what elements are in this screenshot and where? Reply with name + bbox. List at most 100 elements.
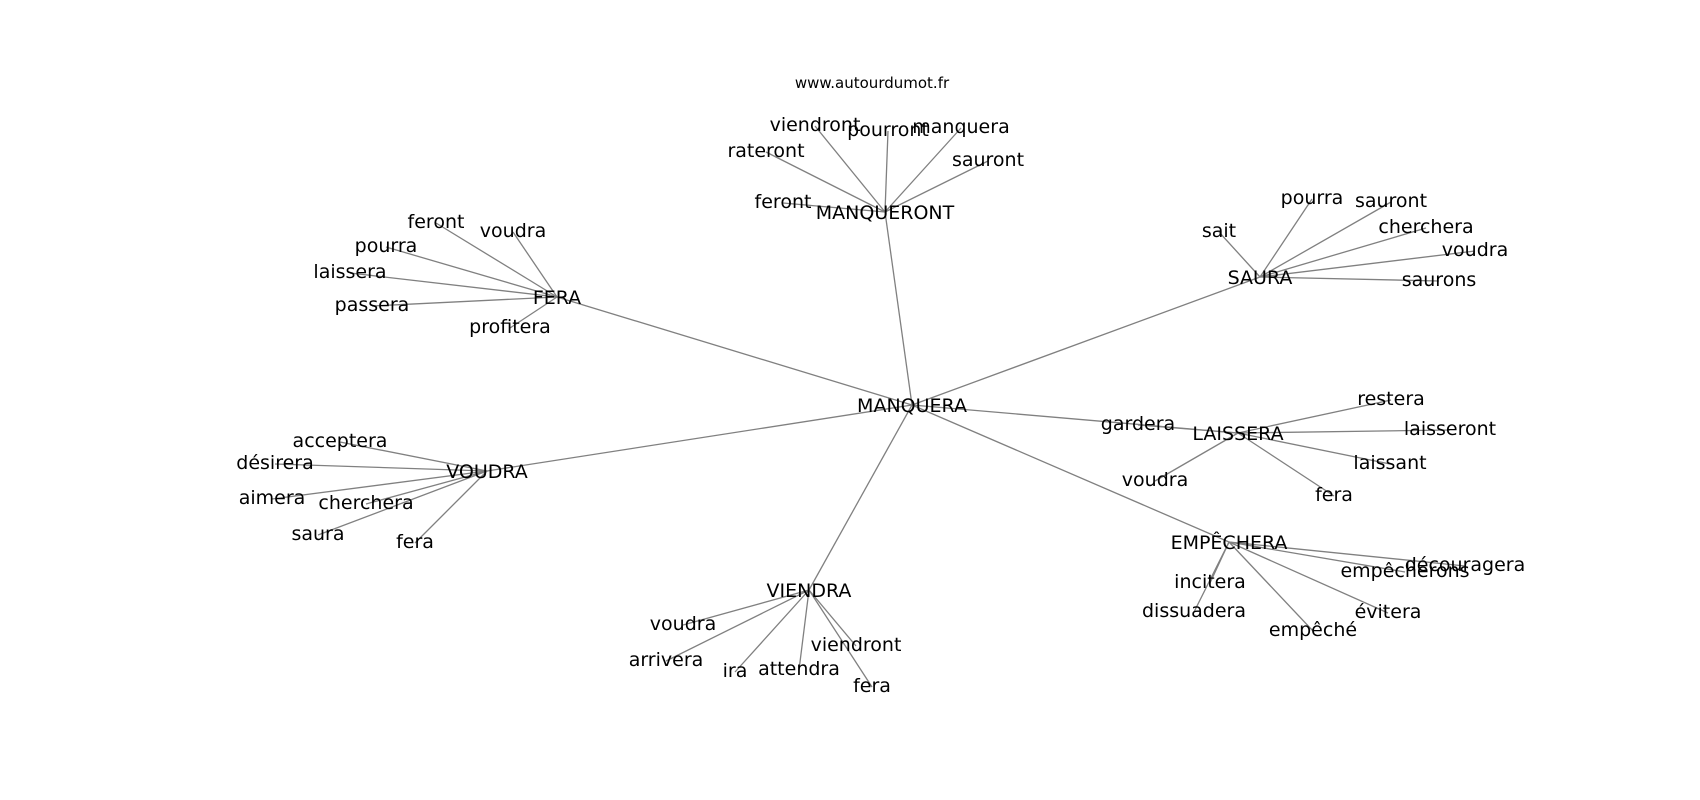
edge-manqueront-leaf xyxy=(884,160,989,213)
edge-manqueront-leaf xyxy=(884,130,889,213)
leaf-node-label: acceptera xyxy=(293,430,388,452)
hub-node-label: EMPÊCHERA xyxy=(1171,531,1288,554)
leaf-node-label: viendront xyxy=(811,634,902,656)
leaf-node-label: pourront xyxy=(847,119,929,141)
leaf-node-label: laissera xyxy=(313,261,386,283)
labels-layer: MANQUERAMANQUERONTviendrontpourrontmanqu… xyxy=(236,114,1525,697)
leaf-node-label: voudra xyxy=(650,613,716,635)
leaf-node-label: cherchera xyxy=(1378,216,1473,238)
leaf-node-label: sait xyxy=(1202,220,1236,242)
edge-fera-leaf xyxy=(385,246,558,298)
edge-saura-leaf xyxy=(1218,231,1261,278)
hub-node-label: LAISSERA xyxy=(1192,423,1283,445)
leaf-node-label: cherchera xyxy=(318,492,413,514)
edge-voudra-leaf xyxy=(271,470,488,500)
leaf-node-label: laissant xyxy=(1353,452,1426,474)
edge-voudra-leaf xyxy=(317,470,488,536)
leaf-node-label: passera xyxy=(335,294,410,316)
leaf-node-label: rateront xyxy=(727,140,804,162)
hub-node-label: SAURA xyxy=(1228,267,1293,289)
edges-layer xyxy=(271,125,1476,688)
leaf-node-label: désirera xyxy=(236,452,313,474)
leaf-node-label: profitera xyxy=(469,316,551,338)
edge-viendra-leaf xyxy=(682,589,810,626)
edge-center-empêchera xyxy=(911,404,1230,543)
leaf-node-label: fera xyxy=(396,531,434,553)
leaf-node-label: viendront xyxy=(770,114,861,136)
edge-center-manqueront xyxy=(884,211,913,406)
edge-laissera-leaf xyxy=(1137,424,1239,434)
edge-saura-leaf xyxy=(1259,227,1427,278)
leaf-node-label: empêcherons xyxy=(1340,560,1469,582)
edge-empêchera-leaf xyxy=(1228,541,1389,614)
leaf-node-label: feront xyxy=(408,211,465,233)
edge-viendra-leaf xyxy=(808,589,873,688)
edge-center-saura xyxy=(911,276,1261,406)
edge-laissera-leaf xyxy=(1237,399,1392,434)
leaf-node-label: saura xyxy=(291,523,344,545)
edge-center-viendra xyxy=(808,404,913,591)
edge-laissera-leaf xyxy=(1237,432,1335,497)
edge-viendra-leaf xyxy=(734,589,810,673)
leaf-node-label: évitera xyxy=(1355,601,1422,623)
edge-voudra-leaf xyxy=(274,463,488,472)
edge-fera-leaf xyxy=(371,296,558,307)
leaf-node-label: fera xyxy=(853,675,891,697)
leaf-node-label: attendra xyxy=(758,658,840,680)
leaf-node-label: voudra xyxy=(1122,469,1188,491)
leaf-node-label: restera xyxy=(1357,388,1425,410)
edge-saura-leaf xyxy=(1259,250,1476,278)
edge-manqueront-leaf xyxy=(814,125,886,213)
edge-empêchera-leaf xyxy=(1228,541,1466,567)
edge-fera-leaf xyxy=(512,231,558,298)
edge-empêchera-leaf xyxy=(1228,541,1314,632)
edge-laissera-leaf xyxy=(1237,429,1451,434)
edge-empêchera-leaf xyxy=(1228,541,1406,573)
edge-viendra-leaf xyxy=(665,589,810,662)
edge-fera-leaf xyxy=(349,272,558,298)
hub-node-label: MANQUERONT xyxy=(816,202,955,224)
edge-manqueront-leaf xyxy=(884,127,962,213)
leaf-node-label: pourra xyxy=(1281,187,1344,209)
hub-node-label: FERA xyxy=(533,287,581,309)
leaf-node-label: laisseront xyxy=(1404,418,1496,440)
edge-manqueront-leaf xyxy=(782,202,886,213)
edge-viendra-leaf xyxy=(798,589,810,671)
leaf-node-label: découragera xyxy=(1405,554,1526,576)
edge-fera-leaf xyxy=(509,296,558,329)
edge-laissera-leaf xyxy=(1154,432,1239,482)
leaf-node-label: voudra xyxy=(480,220,546,242)
leaf-node-label: ira xyxy=(723,660,748,682)
site-url: www.autourdumot.fr xyxy=(795,74,950,92)
leaf-node-label: arrivera xyxy=(629,649,704,671)
leaf-node-label: voudra xyxy=(1442,239,1508,261)
edge-saura-leaf xyxy=(1259,201,1392,278)
leaf-node-label: sauront xyxy=(1355,190,1427,212)
leaf-node-label: gardera xyxy=(1101,413,1175,435)
leaf-node-label: manquera xyxy=(912,116,1009,138)
edge-center-fera xyxy=(556,296,913,406)
leaf-node-label: empêché xyxy=(1269,619,1357,641)
leaf-node-label: feront xyxy=(755,191,812,213)
leaf-node-label: fera xyxy=(1315,484,1353,506)
edge-saura-leaf xyxy=(1259,276,1440,282)
edge-voudra-leaf xyxy=(414,470,488,544)
edge-voudra-leaf xyxy=(365,470,488,505)
center-node-label: MANQUERA xyxy=(857,395,967,417)
hub-node-label: VOUDRA xyxy=(446,461,528,483)
leaf-node-label: sauront xyxy=(952,149,1024,171)
leaf-node-label: aimera xyxy=(239,487,306,509)
leaf-node-label: incitera xyxy=(1174,571,1246,593)
edge-viendra-leaf xyxy=(808,589,857,647)
hub-node-label: VIENDRA xyxy=(767,580,852,602)
leaf-node-label: dissuadera xyxy=(1142,600,1246,622)
leaf-node-label: saurons xyxy=(1402,269,1477,291)
edge-fera-leaf xyxy=(435,222,558,298)
edge-manqueront-leaf xyxy=(765,151,886,213)
leaf-node-label: pourra xyxy=(355,235,418,257)
edge-empêchera-leaf xyxy=(1193,541,1230,613)
edge-saura-leaf xyxy=(1259,198,1313,278)
edge-center-voudra xyxy=(486,404,913,472)
edge-laissera-leaf xyxy=(1237,432,1391,465)
